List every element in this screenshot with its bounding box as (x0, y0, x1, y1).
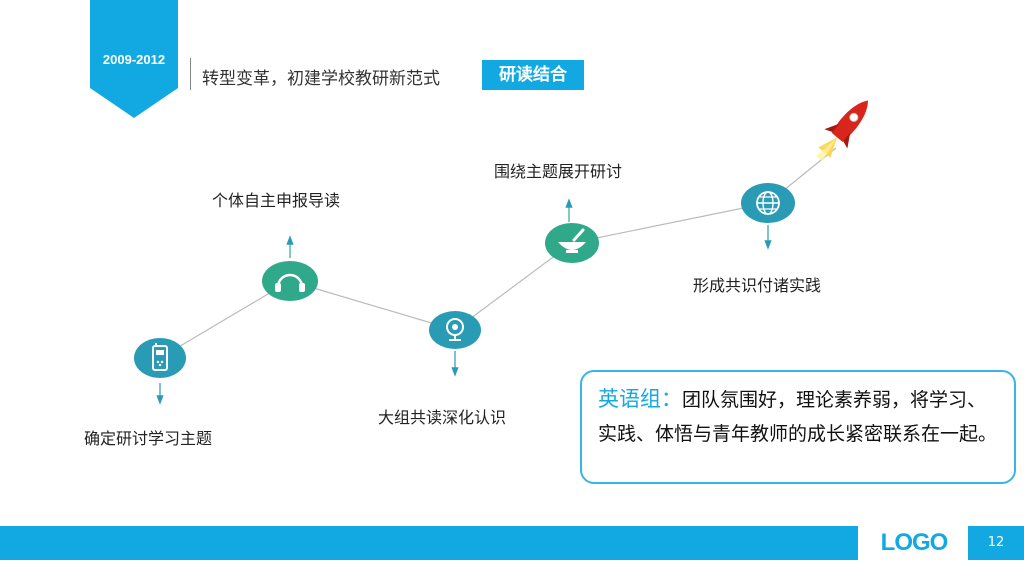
footer-bar (0, 526, 858, 560)
connector-line-4 (571, 202, 769, 244)
page-number: 12 (968, 526, 1024, 560)
year-banner: 2009-2012 (90, 0, 178, 118)
connector-line-2 (289, 280, 456, 331)
page-subtitle: 转型变革，初建学校教研新范式 (202, 69, 440, 89)
headphones-icon (262, 261, 318, 301)
section-tag: 研读结合 (482, 60, 584, 90)
note-text: 团队氛围好，理论素养弱，将学习、实践、体悟与青年教师的成长紧密联系在一起。 (598, 389, 998, 445)
phone-icon (134, 338, 186, 378)
step-label-3: 大组共读深化认识 (378, 408, 507, 427)
note-box: 英语组：团队氛围好，理论素养弱，将学习、实践、体悟与青年教师的成长紧密联系在一起… (580, 370, 1016, 484)
step-label-2: 个体自主申报导读 (212, 191, 341, 210)
globe-icon (741, 183, 795, 223)
rocket-icon (816, 100, 868, 162)
header-divider (190, 58, 191, 90)
step-label-1: 确定研讨学习主题 (84, 429, 213, 448)
year-range: 2009-2012 (102, 52, 166, 67)
note-heading: 英语组： (598, 387, 682, 411)
step-label-4: 围绕主题展开研讨 (494, 162, 623, 181)
webcam-icon (429, 311, 481, 349)
step-label-5: 形成共识付诸实践 (693, 276, 822, 295)
connector-line-3 (454, 242, 573, 331)
connector-line-1 (159, 280, 291, 359)
logo: LOGO (880, 529, 949, 556)
mortar-pestle-icon (545, 223, 599, 263)
